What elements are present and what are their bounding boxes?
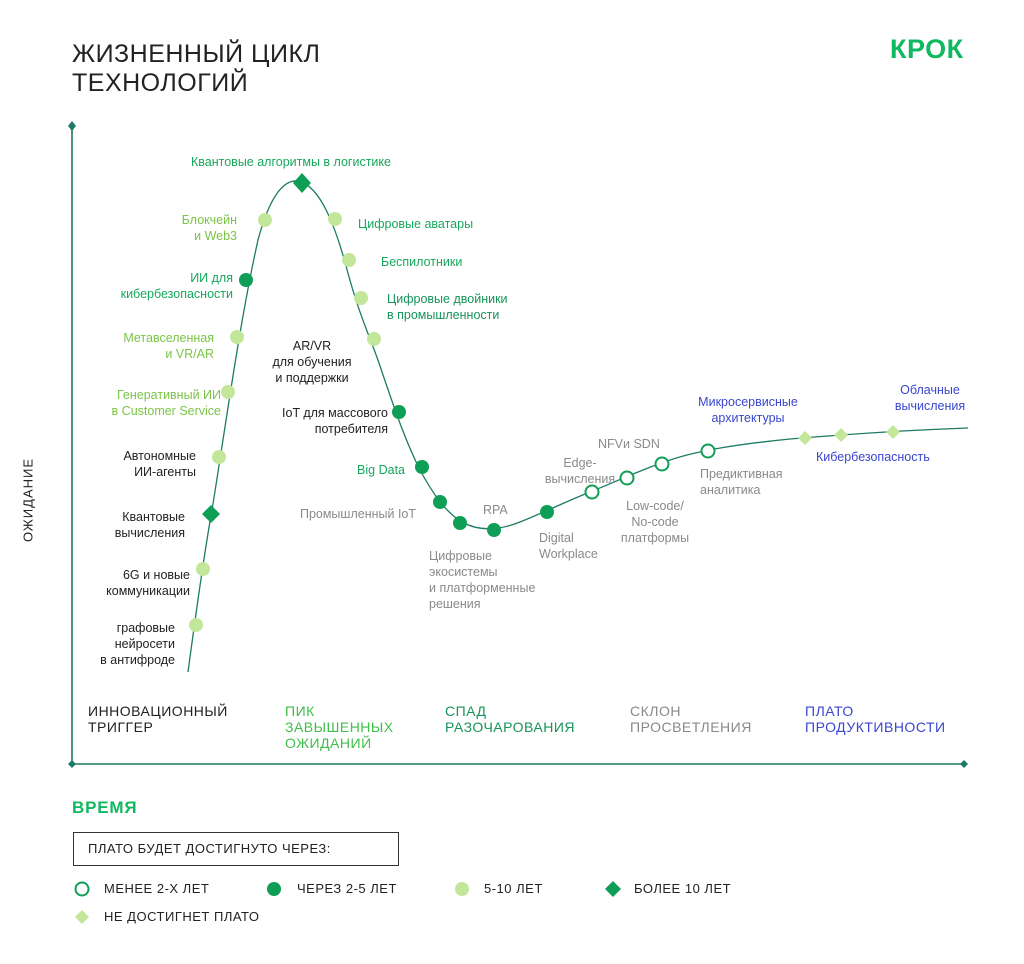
marker-blockchain — [258, 213, 272, 227]
label-quantum-logistics: Квантовые алгоритмы в логистике — [191, 155, 391, 169]
marker-autonomous-agents — [212, 450, 226, 464]
marker-ai-cybersec — [239, 273, 253, 287]
marker-iot-consumer — [392, 405, 406, 419]
marker-cloud — [886, 425, 900, 439]
y-axis-arrow — [68, 121, 76, 131]
label-cybersecurity: Кибербезопасность — [816, 450, 930, 464]
legend-green-circle-icon — [267, 882, 281, 896]
marker-6g — [196, 562, 210, 576]
marker-arvr-training — [367, 332, 381, 346]
marker-quantum-computing — [202, 505, 220, 523]
marker-digital-avatars — [328, 212, 342, 226]
legend-title: ПЛАТО БУДЕТ ДОСТИГНУТО ЧЕРЕЗ: — [73, 832, 399, 866]
marker-digital-workplace — [540, 505, 554, 519]
legend-item-5-10: 5-10 ЛЕТ — [484, 881, 543, 896]
label-rpa: RPA — [483, 503, 508, 517]
marker-big-data — [415, 460, 429, 474]
marker-ecosystems — [453, 516, 467, 530]
x-axis-label: ВРЕМЯ — [72, 798, 138, 817]
legend-hollow-circle-icon — [74, 881, 90, 897]
legend-light-diamond-icon — [75, 910, 89, 924]
axis-origin-dot — [68, 760, 76, 768]
legend-green-diamond-icon — [605, 881, 621, 897]
label-big-data: Big Data — [357, 463, 405, 477]
legend-item-never: НЕ ДОСТИГНЕТ ПЛАТО — [104, 909, 260, 924]
marker-drones — [342, 253, 356, 267]
marker-edge — [584, 484, 600, 500]
label-edge: Edge-вычисления — [544, 456, 616, 486]
marker-genai-cs — [221, 385, 235, 399]
legend-light-circle-icon — [455, 882, 469, 896]
marker-industrial-iot — [433, 495, 447, 509]
marker-digital-twins — [354, 291, 368, 305]
label-industrial-iot: Промышленный IoT — [299, 507, 416, 521]
marker-cybersecurity — [834, 428, 848, 442]
marker-graph-antifraud — [189, 618, 203, 632]
label-nfv-sdn: NFVи SDN — [598, 437, 660, 451]
marker-predictive — [700, 443, 716, 459]
legend-item-2-5: ЧЕРЕЗ 2-5 ЛЕТ — [297, 881, 397, 896]
legend-item-over-10: БОЛЕЕ 10 ЛЕТ — [634, 881, 732, 896]
marker-microservices — [798, 431, 812, 445]
marker-lowcode — [619, 470, 635, 486]
marker-nfv-sdn — [654, 456, 670, 472]
legend-item-under-2: МЕНЕЕ 2-Х ЛЕТ — [104, 881, 210, 896]
title-line-2: ТЕХНОЛОГИЙ — [72, 69, 249, 97]
label-digital-avatars: Цифровые аватары — [358, 217, 474, 231]
marker-metaverse — [230, 330, 244, 344]
label-drones: Беспилотники — [381, 255, 463, 269]
marker-rpa — [487, 523, 501, 537]
x-axis-arrow — [960, 760, 968, 768]
title-line-1: ЖИЗНЕННЫЙ ЦИКЛ — [72, 40, 321, 68]
hype-curve — [187, 180, 969, 673]
page-title: ЖИЗНЕННЫЙ ЦИКЛ ТЕХНОЛОГИЙ — [72, 40, 320, 98]
marker-quantum-logistics — [293, 173, 311, 193]
brand-logo: КРОК — [890, 34, 964, 64]
